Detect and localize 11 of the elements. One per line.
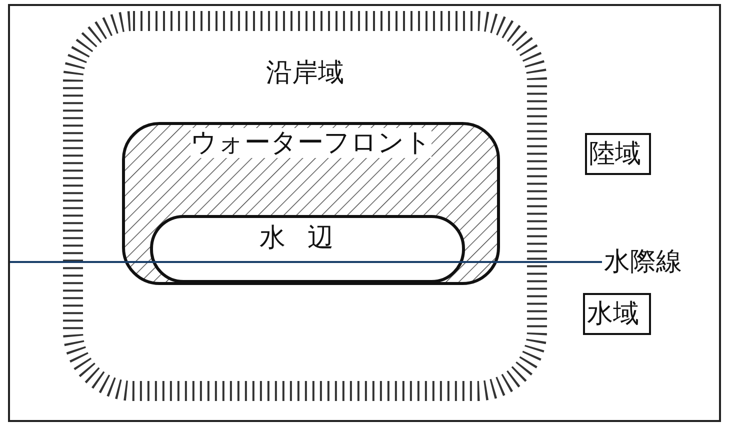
coastal-zone: [62, 10, 548, 402]
water-area-box: [583, 293, 651, 335]
zone-label: 水域: [587, 299, 639, 329]
zone-label: 水辺: [260, 223, 356, 253]
waterfront-zone: [122, 122, 500, 285]
zone-label: ウォーターフロント: [190, 128, 432, 158]
zone-label: 陸域: [589, 139, 641, 169]
zone-label: 沿岸域: [266, 58, 344, 88]
shoreline-label: 水際線: [604, 247, 682, 277]
waterside-zone: [150, 215, 465, 283]
land-area-box: [585, 133, 651, 175]
